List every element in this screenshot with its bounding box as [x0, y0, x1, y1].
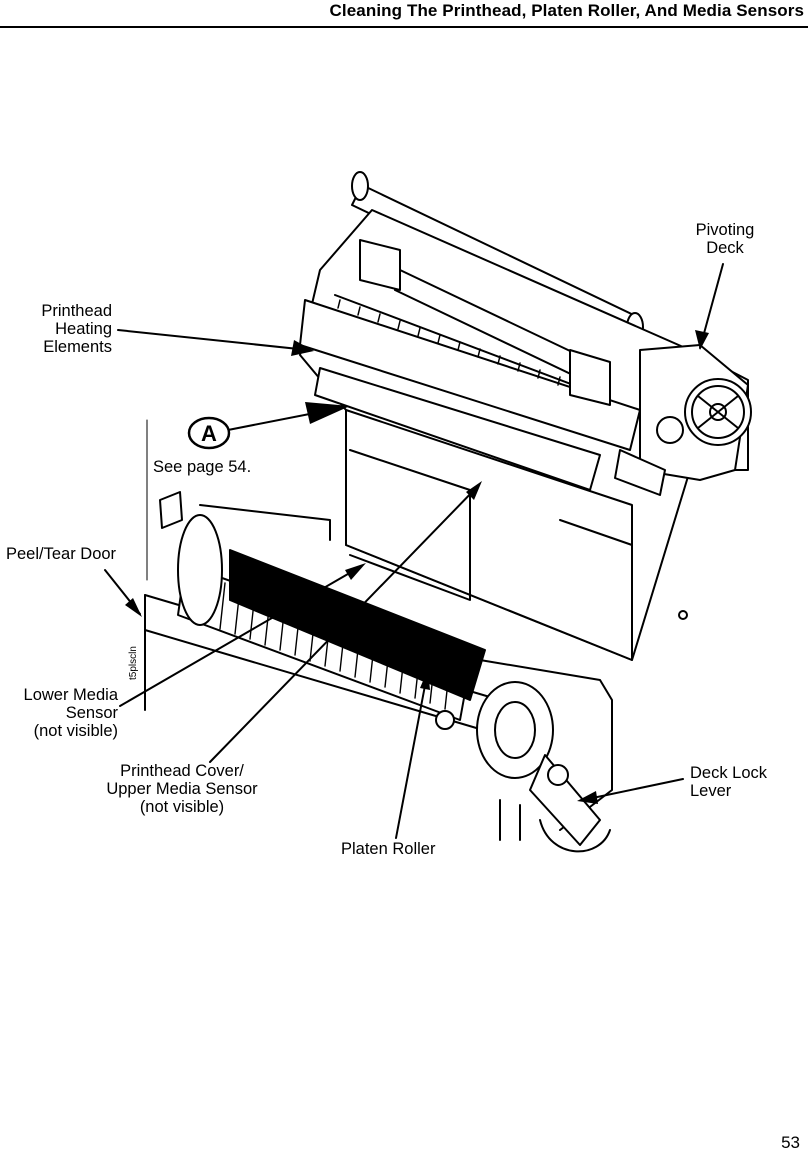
- callout-badge-a: A: [187, 416, 231, 450]
- label-lower-media-sensor: Lower Media Sensor (not visible): [23, 686, 118, 740]
- page-header-title: Cleaning The Printhead, Platen Roller, A…: [329, 1, 804, 20]
- header-rule: [0, 26, 808, 28]
- label-printhead-heating-elements: Printhead Heating Elements: [41, 302, 112, 356]
- page-number: 53: [781, 1133, 800, 1152]
- label-pivoting-deck: Pivoting Deck: [695, 221, 755, 257]
- label-see-page: See page 54.: [153, 458, 252, 476]
- label-platen-roller: Platen Roller: [341, 840, 436, 858]
- label-deck-lock-lever: Deck Lock Lever: [690, 764, 768, 800]
- callout-badge-letter: A: [201, 421, 217, 446]
- label-printhead-cover-upper-media-sensor: Printhead Cover/ Upper Media Sensor (not…: [106, 762, 258, 816]
- label-peel-tear-door: Peel/Tear Door: [6, 545, 117, 563]
- figure-code: t5plscln: [128, 646, 139, 680]
